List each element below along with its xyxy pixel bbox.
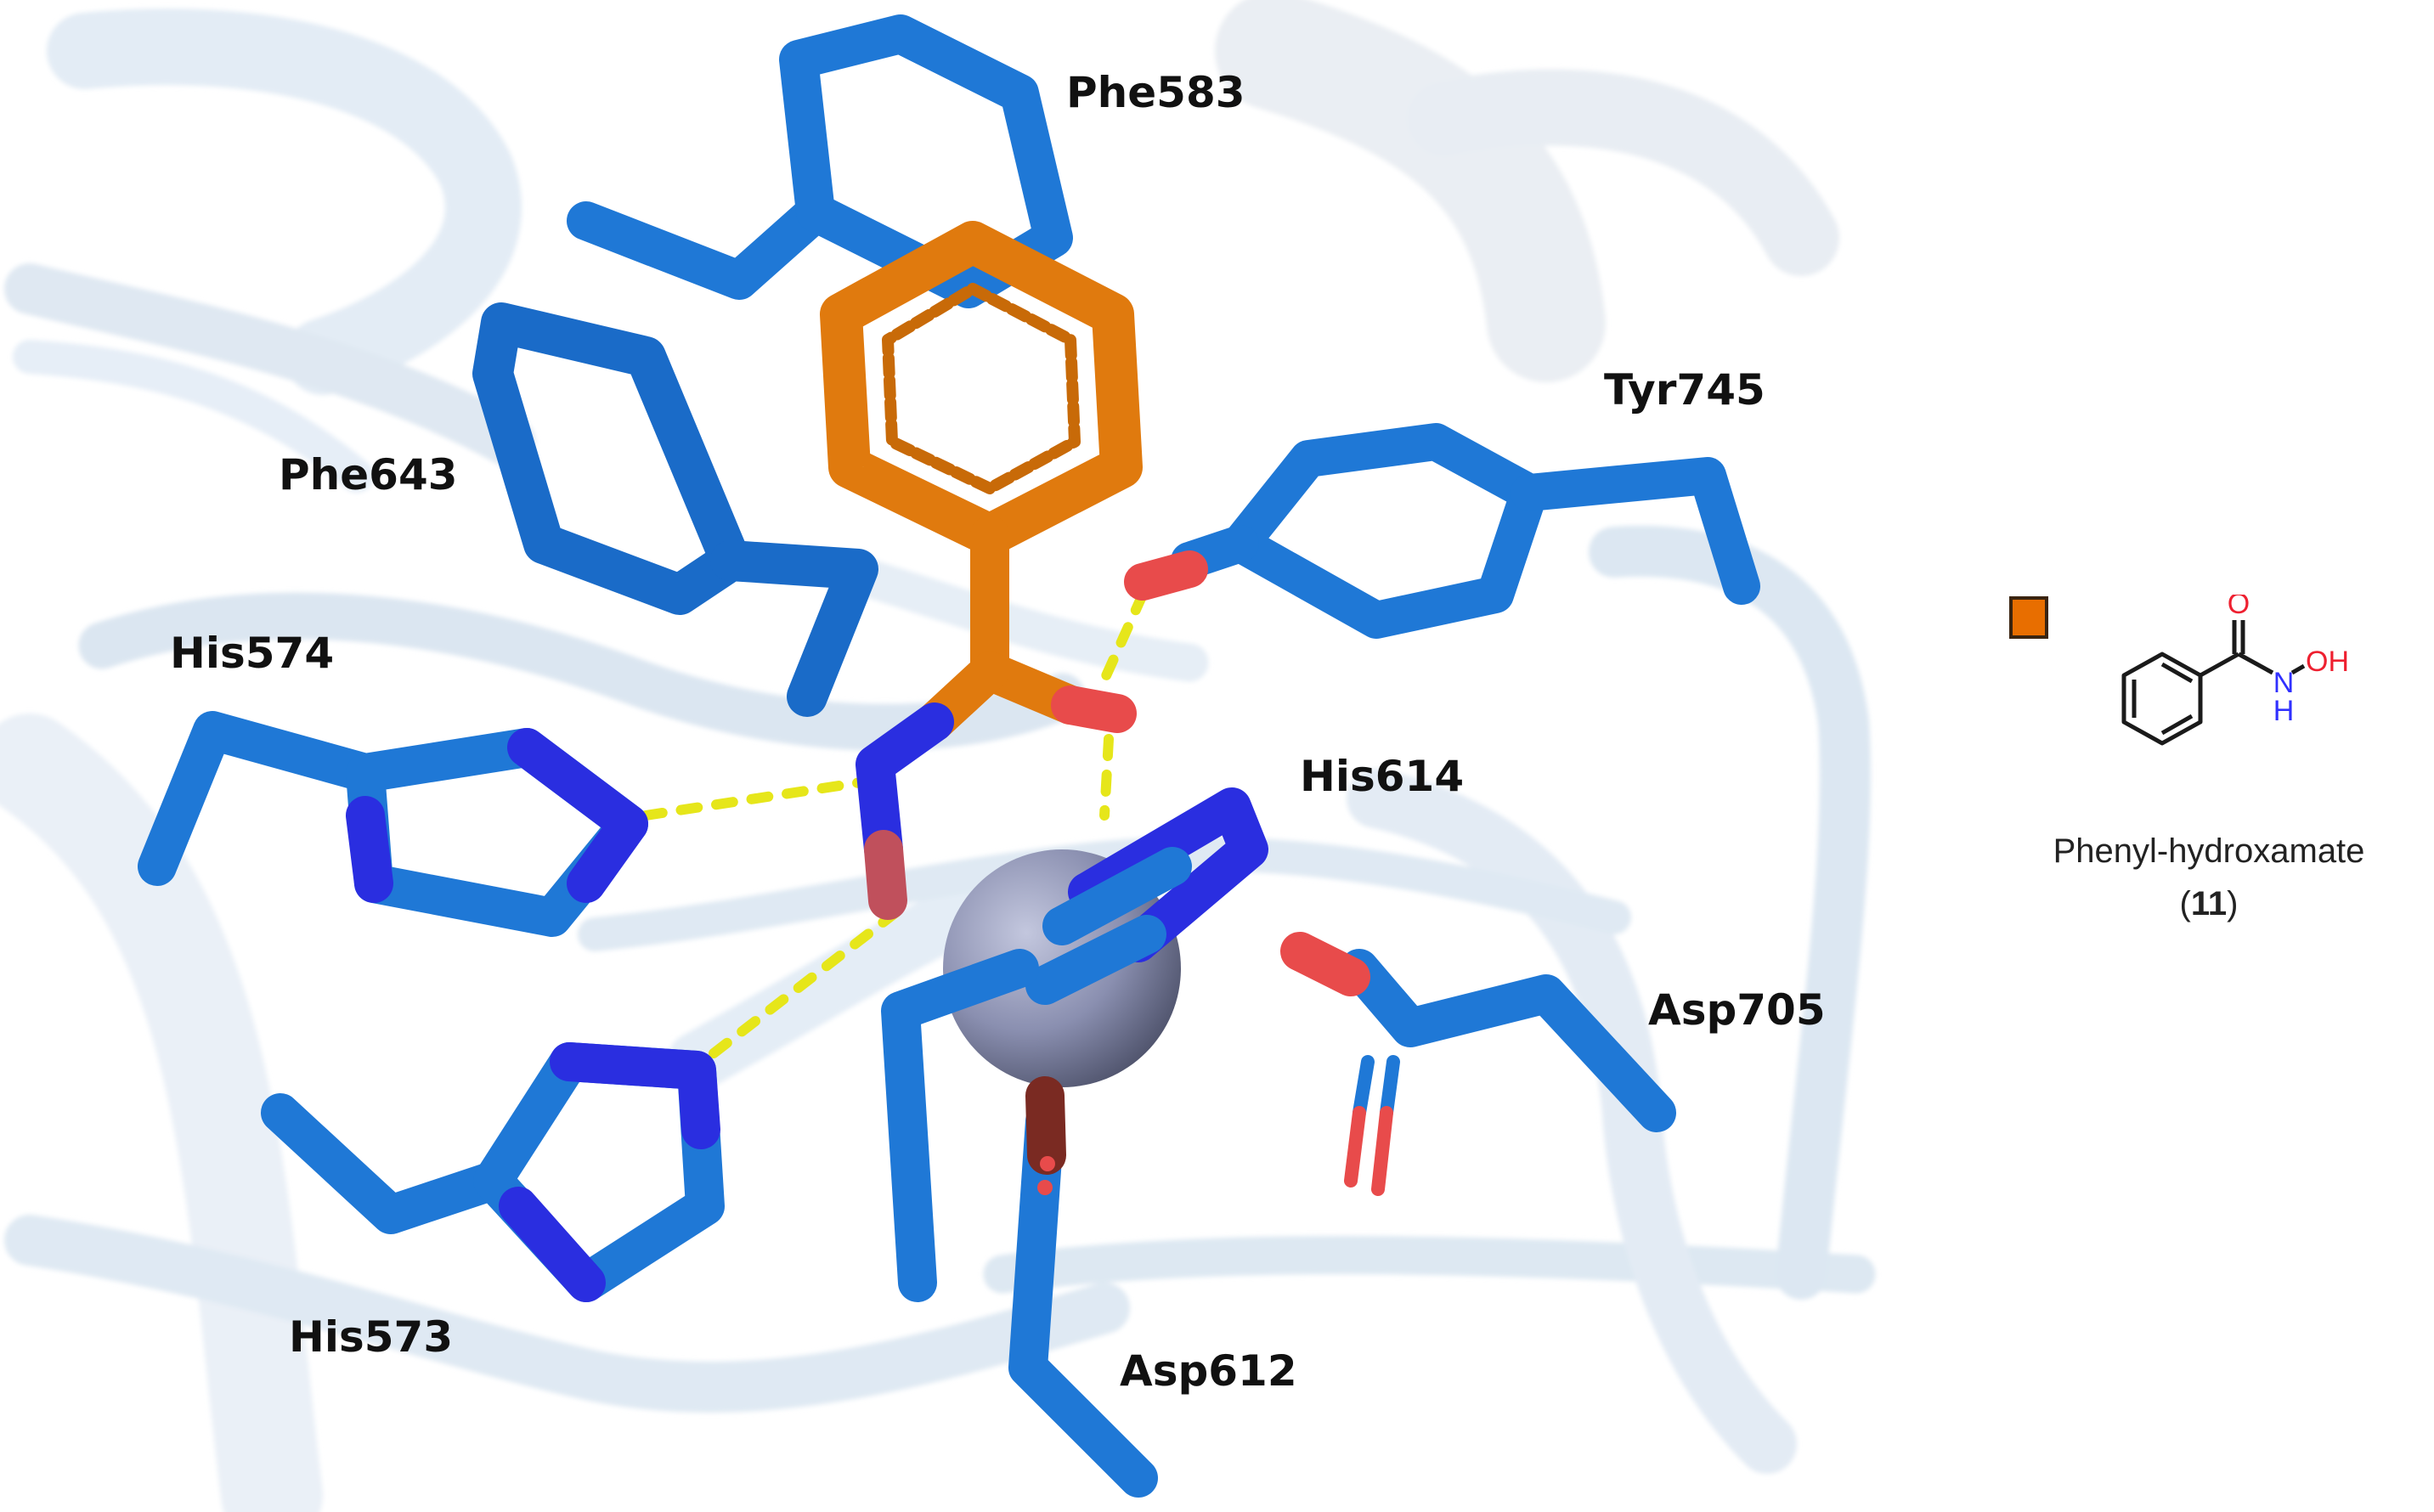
ligand-color-swatch [2009, 596, 2048, 639]
compound-legend: O N H OH Phenyl-hydroxamate (11) [1988, 578, 2430, 951]
residue-phe643 [472, 302, 878, 717]
label-asp612: Asp612 [1120, 1346, 1297, 1396]
compound-name: Phenyl-hydroxamate [2053, 832, 2365, 870]
residue-asp705 [1280, 932, 1676, 1196]
ligand-phenyl-hydroxamate [820, 221, 1143, 920]
tyr745-hydroxyl-oxygen [1124, 550, 1208, 601]
residue-asp612 [1008, 1076, 1158, 1498]
residue-his614 [881, 787, 1268, 1302]
residue-his573 [261, 1042, 725, 1302]
hydroxyl-label: OH [2306, 646, 2349, 678]
compound-number-value: 11 [2190, 885, 2228, 922]
residue-his574 [138, 711, 648, 937]
hydrogen-bonds [641, 590, 1148, 1058]
label-his614: His614 [1300, 752, 1465, 801]
label-tyr745: Tyr745 [1604, 365, 1765, 415]
label-asp705: Asp705 [1648, 985, 1826, 1035]
phenyl-hydroxamate-structure-icon: O N H OH [2121, 595, 2349, 746]
amide-nitrogen-label: N [2273, 667, 2295, 699]
label-his574: His574 [170, 629, 335, 678]
amide-hydrogen-label: H [2273, 695, 2295, 727]
label-phe643: Phe643 [279, 450, 458, 499]
label-his573: His573 [289, 1312, 454, 1362]
asp612-oxygen-dots [1037, 1156, 1055, 1195]
carbonyl-oxygen-label: O [2228, 595, 2250, 620]
compound-number: (11) [2179, 885, 2239, 922]
label-phe583: Phe583 [1066, 68, 1245, 117]
